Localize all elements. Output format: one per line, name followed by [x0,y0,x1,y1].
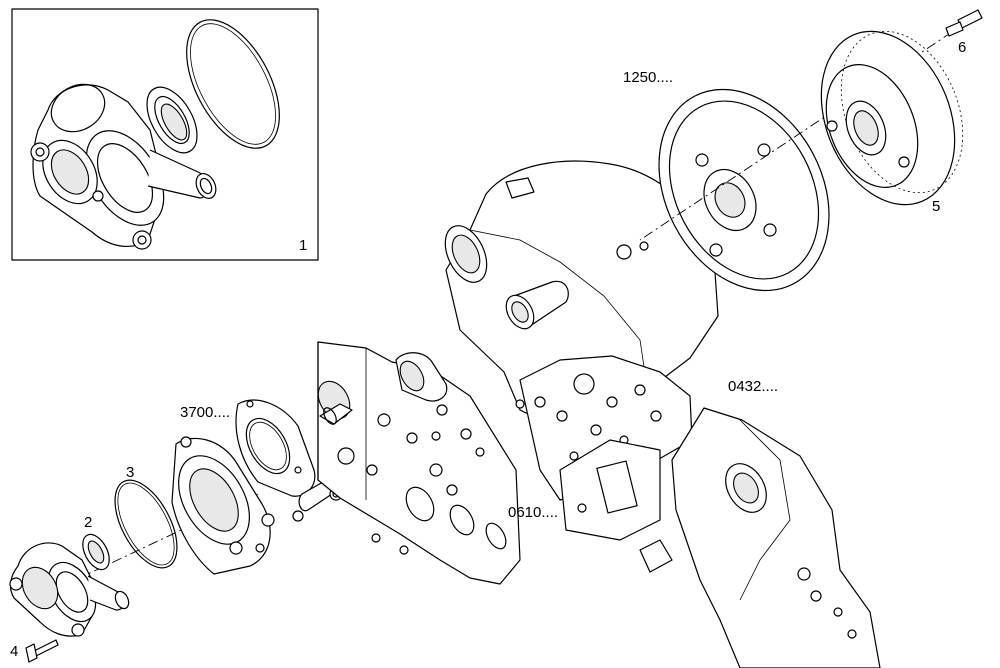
bolt-item-6 [945,9,983,37]
label-item-1: 1 [299,237,307,254]
label-ref-1250: 1250.... [623,69,673,86]
lower-pump-group: 4 2 3 [9,399,343,663]
small-pump-body [9,542,130,637]
shaft-bearing [319,352,448,425]
crankshaft-stub [505,280,569,330]
inset-o-ring [186,19,280,149]
label-item-4: 4 [10,643,18,660]
bolt-item-4 [25,639,59,663]
inset-pump-body [30,83,217,250]
label-item-3: 3 [126,464,134,481]
timing-gear [658,88,830,292]
gasket [235,399,316,497]
cylinder-block [317,341,521,585]
inset-seal-ring [146,86,198,154]
pulley-item-5 [639,30,964,241]
inset-box-water-pump: 1 [11,8,319,261]
seal-item-2 [82,533,110,571]
label-ref-0432: 0432.... [728,378,778,395]
label-item-6: 6 [958,39,966,56]
label-item-5: 5 [932,198,940,215]
plate-holes [515,373,662,461]
label-item-2: 2 [84,514,92,531]
o-ring-item-3 [114,479,178,569]
label-ref-0610: 0610.... [508,504,558,521]
oil-pan-housing [639,407,881,668]
front-plate [444,160,719,541]
block-holes [317,380,507,555]
label-ref-3700: 3700.... [180,404,230,421]
pump-housing-plate [171,436,275,575]
